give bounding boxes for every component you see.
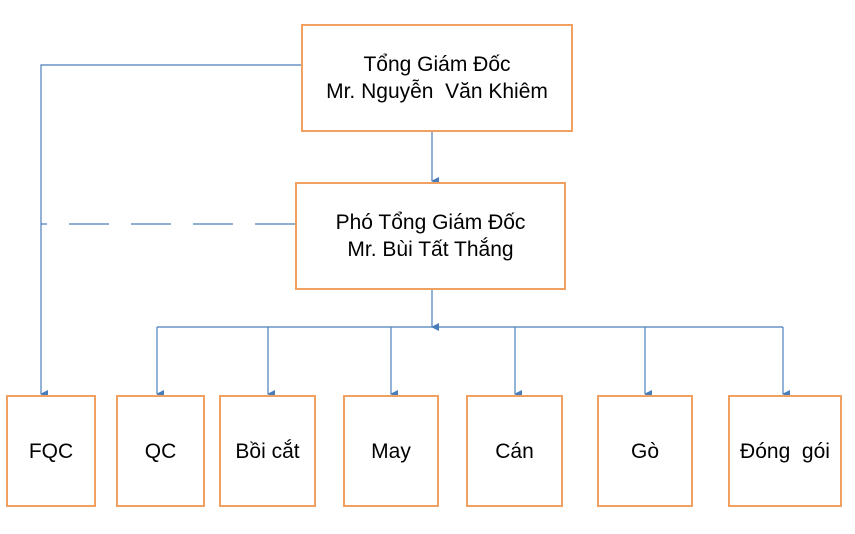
department-label-qc: QC: [144, 439, 177, 463]
vice-ceo-name: Mr. Bùi Tất Thắng: [347, 238, 514, 261]
department-box-can: Cán: [466, 395, 563, 507]
department-box-go: Gò: [597, 395, 693, 507]
ceo-title: Tổng Giám Đốc: [363, 53, 511, 76]
department-label-fqc: FQC: [28, 439, 74, 463]
department-label-boi-cat: Bồi cắt: [235, 439, 300, 463]
vice-ceo-box: Phó Tổng Giám Đốc Mr. Bùi Tất Thắng: [295, 182, 566, 290]
department-box-dong-goi: Đóng gói: [728, 395, 842, 507]
department-box-fqc: FQC: [6, 395, 96, 507]
department-box-may: May: [343, 395, 439, 507]
department-label-dong-goi: Đóng gói: [740, 439, 830, 463]
department-box-qc: QC: [116, 395, 205, 507]
ceo-box: Tổng Giám Đốc Mr. Nguyễn Văn Khiêm: [301, 24, 573, 132]
department-box-boi-cat: Bồi cắt: [219, 395, 316, 507]
department-label-may: May: [371, 439, 411, 463]
ceo-to-fqc-line: [40, 64, 301, 398]
vice-ceo-title: Phó Tổng Giám Đốc: [335, 211, 526, 234]
ceo-name: Mr. Nguyễn Văn Khiêm: [326, 80, 548, 103]
department-label-go: Gò: [630, 439, 659, 463]
department-label-can: Cán: [495, 439, 534, 463]
